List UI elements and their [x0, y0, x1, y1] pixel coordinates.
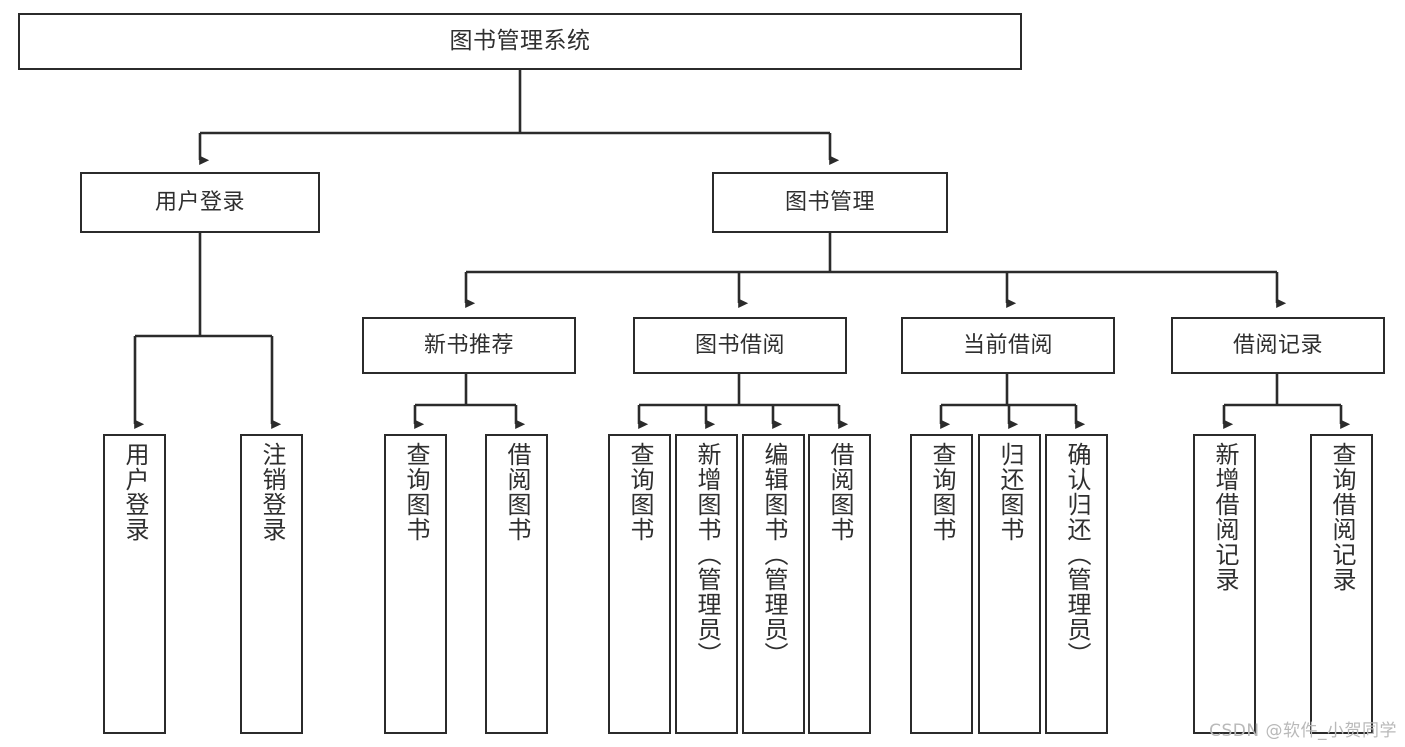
node-book-manage-label: 图书管理	[784, 189, 875, 215]
node-leaf-query-book-2-label: 查询图书	[625, 442, 654, 542]
node-leaf-edit-book[interactable]: 编辑图书（管理员）	[742, 434, 805, 734]
node-leaf-edit-book-label: 编辑图书（管理员）	[759, 442, 788, 667]
csdn-watermark: CSDN @软件_小贺同学	[1209, 721, 1397, 741]
node-leaf-query-book-3-label: 查询图书	[927, 442, 956, 542]
node-book-borrow-label: 图书借阅	[694, 332, 785, 358]
node-root[interactable]: 图书管理系统	[18, 13, 1022, 70]
node-leaf-query-record[interactable]: 查询借阅记录	[1310, 434, 1373, 734]
node-leaf-confirm-return[interactable]: 确认归还（管理员）	[1045, 434, 1108, 734]
node-leaf-borrow-book-1-label: 借阅图书	[502, 442, 531, 542]
node-leaf-query-book-3[interactable]: 查询图书	[910, 434, 973, 734]
node-leaf-return-book[interactable]: 归还图书	[978, 434, 1041, 734]
node-leaf-logout-login-label: 注销登录	[257, 442, 286, 542]
node-user-login-label: 用户登录	[154, 189, 245, 215]
node-leaf-add-record-label: 新增借阅记录	[1210, 442, 1239, 592]
node-new-book-recommend-label: 新书推荐	[423, 332, 514, 358]
node-leaf-user-login[interactable]: 用户登录	[103, 434, 166, 734]
node-leaf-query-book-1[interactable]: 查询图书	[384, 434, 447, 734]
node-leaf-add-record[interactable]: 新增借阅记录	[1193, 434, 1256, 734]
node-book-borrow[interactable]: 图书借阅	[633, 317, 847, 374]
node-leaf-user-login-label: 用户登录	[120, 442, 149, 542]
node-leaf-borrow-book-2-label: 借阅图书	[825, 442, 854, 542]
node-user-login[interactable]: 用户登录	[80, 172, 320, 233]
node-leaf-logout-login[interactable]: 注销登录	[240, 434, 303, 734]
node-root-label: 图书管理系统	[449, 27, 591, 54]
node-leaf-confirm-return-label: 确认归还（管理员）	[1062, 442, 1091, 667]
node-borrow-record-label: 借阅记录	[1232, 332, 1323, 358]
node-leaf-query-record-label: 查询借阅记录	[1327, 442, 1356, 592]
node-leaf-return-book-label: 归还图书	[995, 442, 1024, 542]
node-borrow-record[interactable]: 借阅记录	[1171, 317, 1385, 374]
node-current-borrow[interactable]: 当前借阅	[901, 317, 1115, 374]
node-leaf-add-book[interactable]: 新增图书（管理员）	[675, 434, 738, 734]
node-leaf-query-book-2[interactable]: 查询图书	[608, 434, 671, 734]
node-leaf-borrow-book-1[interactable]: 借阅图书	[485, 434, 548, 734]
node-leaf-query-book-1-label: 查询图书	[401, 442, 430, 542]
node-current-borrow-label: 当前借阅	[962, 332, 1053, 358]
node-leaf-borrow-book-2[interactable]: 借阅图书	[808, 434, 871, 734]
node-new-book-recommend[interactable]: 新书推荐	[362, 317, 576, 374]
node-book-manage[interactable]: 图书管理	[712, 172, 948, 233]
node-leaf-add-book-label: 新增图书（管理员）	[692, 442, 721, 667]
